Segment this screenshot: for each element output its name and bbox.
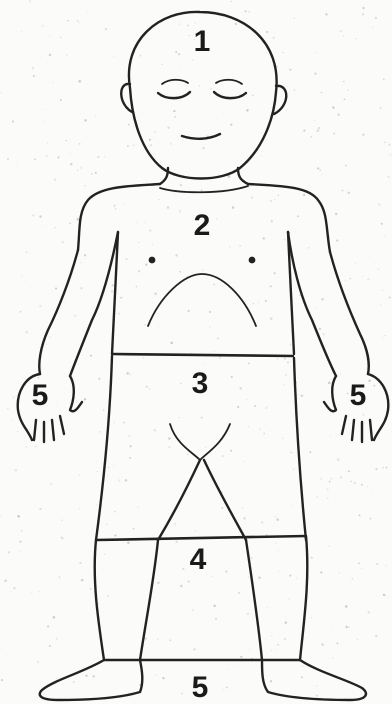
region-label-left-hand: 5 <box>350 381 367 411</box>
knee-divider <box>96 536 306 540</box>
face-features <box>158 80 246 139</box>
collar-line <box>160 186 248 192</box>
waist-divider <box>112 354 294 356</box>
region-label-torso: 2 <box>194 211 211 241</box>
region-label-feet: 5 <box>192 673 209 703</box>
region-label-head: 1 <box>194 27 211 57</box>
region-label-pelvis-thighs: 3 <box>192 369 209 399</box>
region-label-right-hand: 5 <box>32 381 49 411</box>
region-label-knees-shins: 4 <box>190 545 207 575</box>
right-hand-outline <box>18 374 82 442</box>
